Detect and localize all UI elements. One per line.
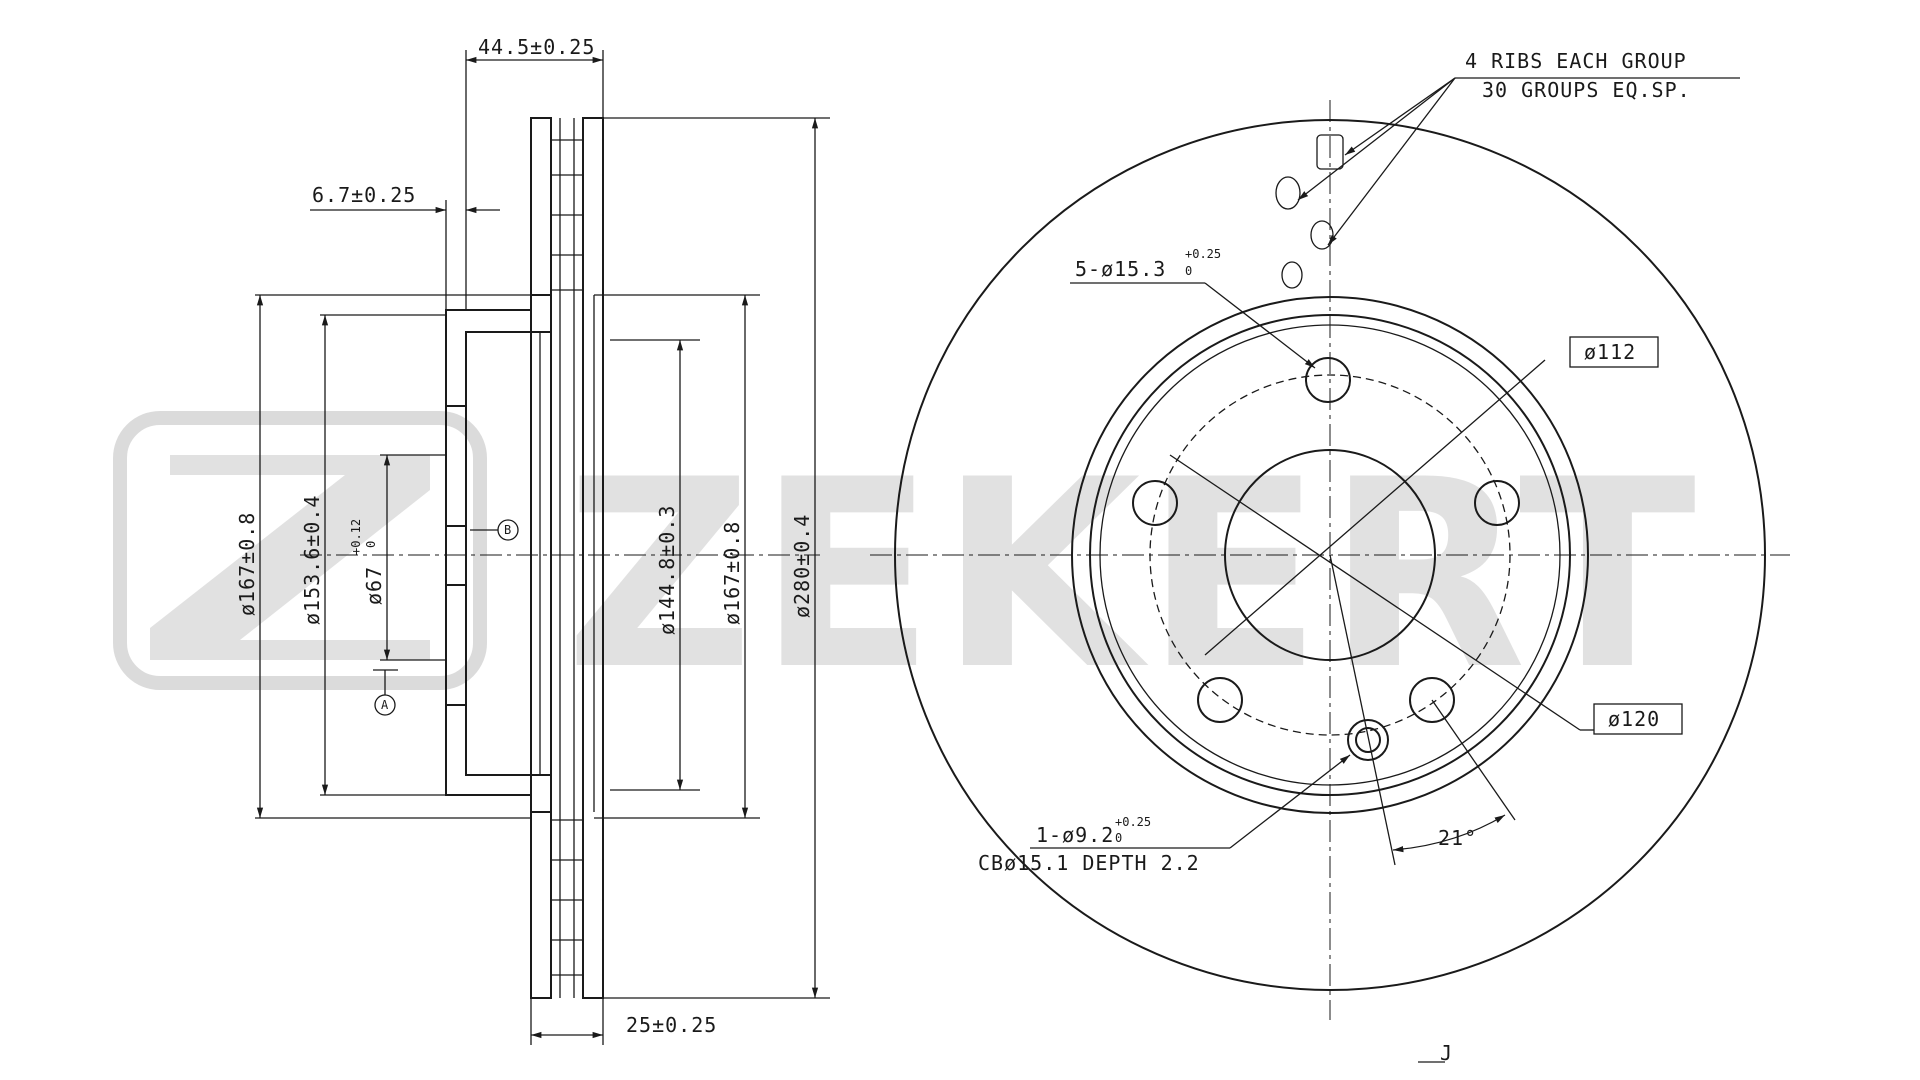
- pcd-120-box: [1593, 703, 1683, 735]
- dia-hat-outer: ø167±0.8: [235, 512, 259, 616]
- bolt-hole-lower-right: [1409, 677, 1455, 723]
- bolt-hole-top: [1305, 357, 1351, 403]
- small-hole-note: 1-ø9.2: [1036, 823, 1114, 847]
- bolt-hole-lower-left: [1197, 677, 1243, 723]
- hat-section: [445, 294, 552, 813]
- watermark-text: ZEKERT: [565, 425, 1700, 727]
- dia-167-b: ø167±0.8: [720, 521, 744, 625]
- dia-153: ø153.6±0.4: [300, 495, 324, 625]
- dia-bore-tol-low: 0: [364, 541, 378, 548]
- bolt-hole-right: [1474, 480, 1520, 526]
- front-view: 4 RIBS EACH GROUP 30 GROUPS EQ.SP. 5-ø15…: [870, 49, 1790, 1065]
- angle-arc: [1392, 814, 1506, 853]
- watermark-logo-box: [113, 411, 487, 690]
- rib-marker-2: [1275, 176, 1301, 210]
- ribs-note-line-1: 4 RIBS EACH GROUP: [1465, 49, 1687, 73]
- counterbore-note: CBø15.1 DEPTH 2.2: [978, 851, 1200, 875]
- side-section-view: 44.5±0.25 6.7±0.25 25±0.25 ø167±0.8 ø153…: [235, 35, 830, 1045]
- dia-bore: ø67: [362, 566, 386, 605]
- pcd-120-label: ø120: [1608, 707, 1660, 731]
- dia-144: ø144.8±0.3: [655, 505, 679, 635]
- outer-friction-plate: [582, 117, 604, 999]
- dim-disc-thickness: 25±0.25: [626, 1013, 717, 1037]
- vent-channels: [551, 118, 583, 998]
- small-hole-tol-hi: +0.25: [1115, 815, 1151, 829]
- pcd-112-box: [1569, 336, 1659, 368]
- datum-a-marker: [374, 694, 396, 716]
- ribs-note-line-2: 30 GROUPS EQ.SP.: [1482, 78, 1691, 102]
- dim-total-width: 44.5±0.25: [478, 35, 595, 59]
- dia-bore-tol: +0.12: [349, 519, 363, 555]
- angle-label: 21°: [1438, 826, 1477, 850]
- datum-b-marker: [497, 519, 519, 541]
- datum-b-label: B: [504, 523, 511, 537]
- zekert-watermark: ZEKERT: [113, 411, 1700, 727]
- dia-outer: ø280±0.4: [790, 514, 814, 618]
- rib-marker: [1316, 134, 1344, 170]
- bolt-hole-tol-lo: 0: [1185, 264, 1192, 278]
- pcd-112-label: ø112: [1584, 340, 1636, 364]
- small-hole-inner: [1355, 727, 1381, 753]
- watermark-logo-z: [150, 455, 430, 660]
- bolt-hole-tol-hi: +0.25: [1185, 247, 1221, 261]
- rib-marker-4: [1281, 261, 1303, 289]
- dim-hat-thickness: 6.7±0.25: [312, 183, 416, 207]
- drawing-mark: J: [1440, 1041, 1453, 1065]
- small-hole-outer: [1347, 719, 1389, 761]
- bolt-hole-note: 5-ø15.3: [1075, 257, 1166, 281]
- small-hole-tol-lo: 0: [1115, 831, 1122, 845]
- bolt-holes: [1132, 357, 1520, 761]
- datum-a-label: A: [381, 698, 389, 712]
- bolt-hole-left: [1132, 480, 1178, 526]
- inner-friction-plate: [530, 117, 552, 999]
